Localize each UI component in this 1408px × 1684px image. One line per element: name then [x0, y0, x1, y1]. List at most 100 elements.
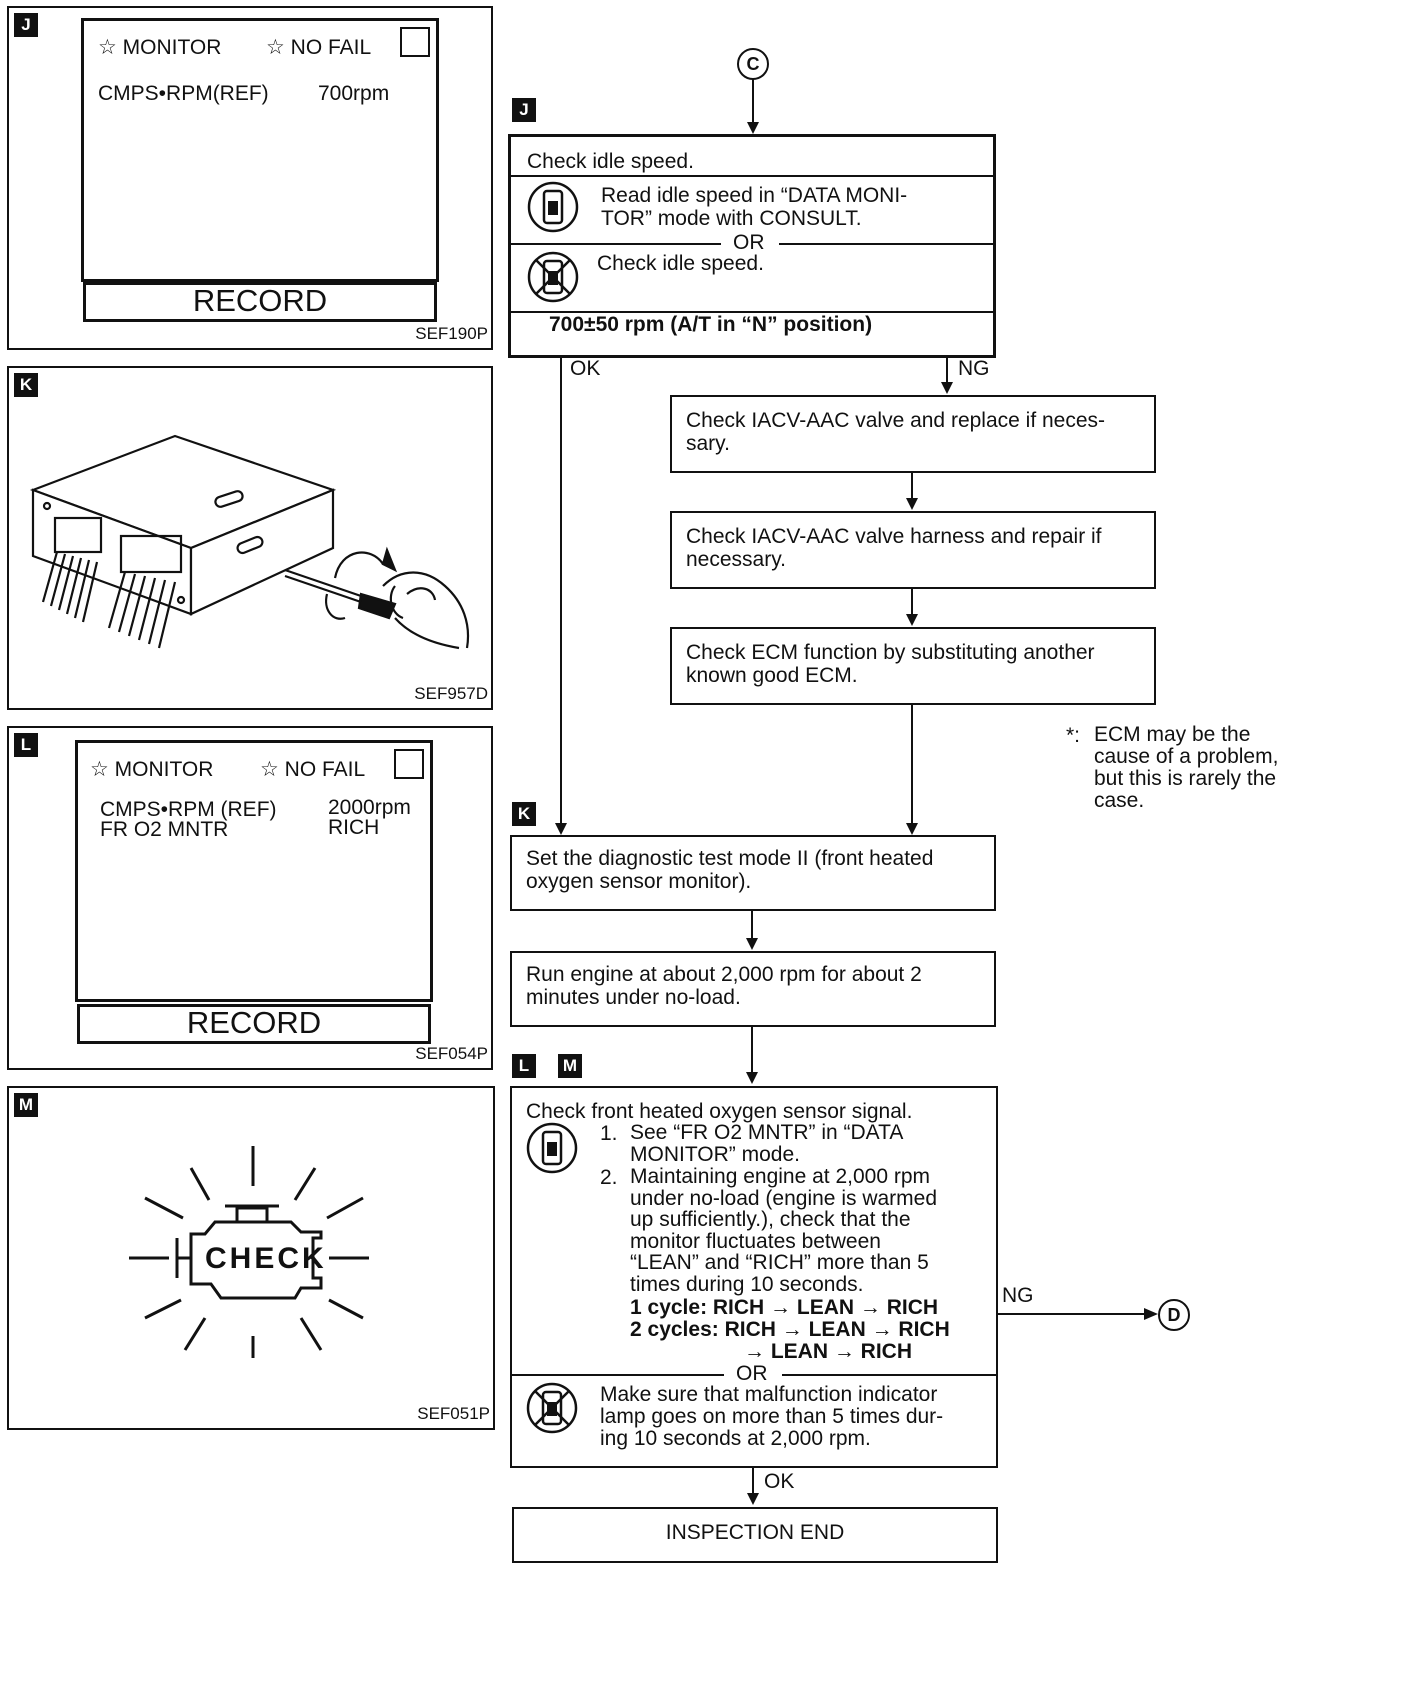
cmps-rpm-value: 700rpm: [318, 82, 390, 105]
flow-arrow: [746, 938, 758, 950]
divider: [511, 243, 721, 245]
idle-consult-text: Read idle speed in “DATA MONI- TOR” mode…: [601, 184, 908, 230]
consult-screen-j: ☆ MONITOR ☆ NO FAIL CMPS•RPM(REF) 700rpm: [81, 18, 439, 282]
cmps-rpm-label: CMPS•RPM (REF): [100, 798, 277, 821]
step-k-tag: K: [512, 802, 536, 826]
iacv-harness-box: Check IACV-AAC valve harness and repair …: [670, 511, 1156, 589]
ok-label: OK: [570, 357, 601, 380]
nofail-label: ☆ NO FAIL: [266, 36, 372, 59]
idle-speed-box: Check idle speed. Read idle speed in “DA…: [508, 134, 996, 358]
panel-j-tag: J: [14, 13, 38, 37]
divider: [782, 1374, 996, 1376]
ng-label: NG: [1002, 1284, 1034, 1307]
divider: [511, 311, 993, 313]
ok-label: OK: [764, 1470, 795, 1493]
panel-m: M CHECK SEF051P: [7, 1086, 495, 1430]
record-button: RECORD: [83, 282, 437, 322]
nofail-checkbox: [400, 27, 430, 57]
nofail-checkbox: [394, 749, 424, 779]
figure-ref: SEF054P: [415, 1044, 488, 1063]
flow-arrow: [906, 614, 918, 626]
panel-k: K: [7, 366, 493, 710]
iacv-harness-text: Check IACV-AAC valve harness and repair …: [686, 525, 1102, 571]
cycle-2b: → LEAN → RICH: [744, 1340, 912, 1363]
diag-mode-box: Set the diagnostic test mode II (front h…: [510, 835, 996, 911]
cmps-rpm-value: 2000rpm: [328, 796, 411, 819]
fr-o2-mntr-value: RICH: [328, 816, 380, 839]
consult-tester-icon: [527, 181, 579, 233]
consult-screen-l: ☆ MONITOR ☆ NO FAIL CMPS•RPM (REF) 2000r…: [75, 740, 433, 1002]
flow-line: [751, 1025, 753, 1073]
flow-line: [911, 587, 913, 615]
flow-arrow: [1144, 1308, 1158, 1320]
panel-m-tag: M: [14, 1093, 38, 1117]
cycle-2: 2 cycles: RICH → LEAN → RICH: [630, 1318, 950, 1341]
flow-line: [560, 355, 562, 827]
run-engine-text: Run engine at about 2,000 rpm for about …: [526, 963, 922, 1009]
ng-label: NG: [958, 357, 990, 380]
no-consult-icon: [526, 1382, 578, 1434]
or-label: OR: [736, 1362, 768, 1385]
mil-text: Make sure that malfunction indicator lam…: [600, 1383, 944, 1450]
figure-ref: SEF190P: [415, 324, 488, 343]
flow-line: [911, 703, 913, 827]
flow-arrow: [747, 1493, 759, 1505]
divider: [779, 243, 993, 245]
diag-mode-text: Set the diagnostic test mode II (front h…: [526, 847, 934, 893]
footnote-mark: *:: [1066, 724, 1081, 747]
step-m-tag: M: [558, 1054, 582, 1078]
idle-spec: 700±50 rpm (A/T in “N” position): [549, 313, 873, 336]
o2-item2: Maintaining engine at 2,000 rpm under no…: [630, 1165, 938, 1296]
step-l-tag: L: [512, 1054, 536, 1078]
o2-check-box: Check front heated oxygen sensor signal.…: [510, 1086, 998, 1468]
divider: [512, 1374, 724, 1376]
ecm-check-box: Check ECM function by substituting anoth…: [670, 627, 1156, 705]
o2-title: Check front heated oxygen sensor signal.: [526, 1100, 913, 1123]
run-engine-box: Run engine at about 2,000 rpm for about …: [510, 951, 996, 1027]
idle-title: Check idle speed.: [527, 150, 694, 173]
inspection-end-box: INSPECTION END: [512, 1507, 998, 1563]
flow-line: [996, 1313, 1146, 1315]
figure-ref: SEF051P: [417, 1404, 490, 1423]
flow-arrow: [746, 1072, 758, 1084]
fr-o2-mntr-label: FR O2 MNTR: [100, 818, 229, 841]
flow-arrow: [555, 823, 567, 835]
ecm-unit-screwdriver-icon: [29, 434, 470, 650]
step-j-tag: J: [512, 98, 536, 122]
record-button: RECORD: [77, 1004, 431, 1044]
o2-item1: See “FR O2 MNTR” in “DATA MONITOR” mode.: [630, 1121, 904, 1166]
cycle-1: 1 cycle: RICH → LEAN → RICH: [630, 1296, 939, 1319]
idle-no-consult-text: Check idle speed.: [597, 252, 764, 275]
nofail-label: ☆ NO FAIL: [260, 758, 366, 781]
ecm-check-text: Check ECM function by substituting anoth…: [686, 641, 1095, 687]
flow-line: [911, 471, 913, 499]
no-consult-icon: [527, 251, 579, 303]
flow-arrow: [747, 122, 759, 134]
flow-arrow: [906, 823, 918, 835]
check-lamp-text: CHECK: [205, 1242, 327, 1275]
consult-tester-icon: [526, 1122, 578, 1174]
flow-line: [946, 355, 948, 383]
connector-c: C: [737, 48, 769, 80]
connector-d: D: [1158, 1299, 1190, 1331]
footnote: ECM may be the cause of a problem, but t…: [1094, 723, 1279, 812]
panel-l-tag: L: [14, 733, 38, 757]
flow-arrow: [941, 382, 953, 394]
flow-line: [752, 79, 754, 125]
iacv-valve-box: Check IACV-AAC valve and replace if nece…: [670, 395, 1156, 473]
figure-ref: SEF957D: [414, 684, 488, 703]
inspection-end: INSPECTION END: [665, 1521, 845, 1544]
iacv-valve-text: Check IACV-AAC valve and replace if nece…: [686, 409, 1106, 455]
cmps-rpm-label: CMPS•RPM(REF): [98, 82, 269, 105]
divider: [511, 175, 993, 177]
o2-item2-num: 2.: [600, 1166, 618, 1189]
panel-l: L ☆ MONITOR ☆ NO FAIL CMPS•RPM (REF) 200…: [7, 726, 493, 1070]
flow-line: [752, 1466, 754, 1494]
o2-item1-num: 1.: [600, 1122, 618, 1145]
flow-line: [751, 909, 753, 939]
flow-arrow: [906, 498, 918, 510]
or-label: OR: [733, 231, 765, 254]
monitor-label: ☆ MONITOR: [98, 36, 222, 59]
check-engine-lamp-icon: CHECK: [129, 1146, 369, 1358]
panel-k-tag: K: [14, 373, 38, 397]
